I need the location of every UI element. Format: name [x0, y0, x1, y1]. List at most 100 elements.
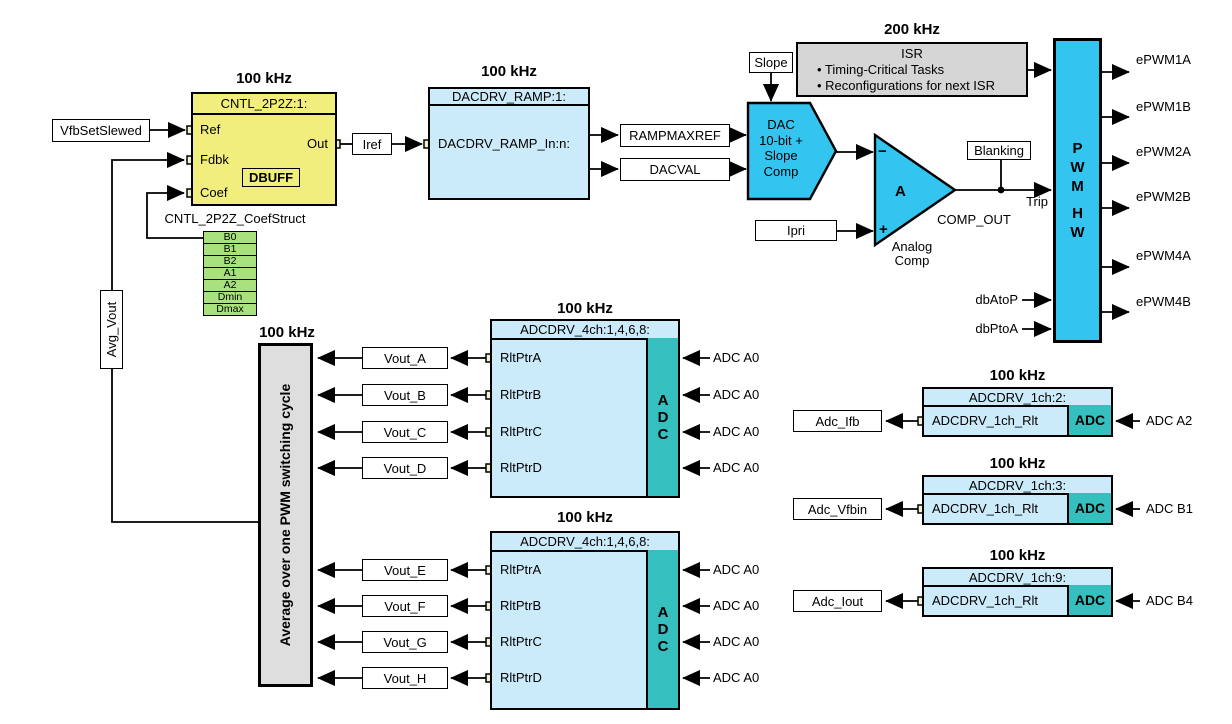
adc1-adc-strip: ADC — [1067, 585, 1111, 615]
adcdrv-4ch-bottom-block: ADCDRV_4ch:1,4,6,8: A D C — [490, 531, 680, 710]
adc1-title: ADCDRV_1ch:2: — [924, 389, 1111, 407]
average-block-label: Average over one PWM switching cycle — [277, 383, 294, 647]
epwm-output-label: ePWM1A — [1136, 52, 1191, 67]
avg-vout-box: Avg_Vout — [100, 290, 123, 369]
adc1-title: ADCDRV_1ch:3: — [924, 477, 1111, 495]
adc4-top-port: RltPtrB — [500, 387, 542, 402]
adc4-top-port: RltPtrD — [500, 460, 542, 475]
vout-box: Vout_C — [362, 421, 448, 443]
isr-bullet-2: • Reconfigurations for next ISR — [817, 78, 995, 93]
adc1-adc-strip: ADC — [1067, 493, 1111, 523]
ipri-box: Ipri — [755, 220, 837, 241]
pwm-hw-label-bottom: H W — [1070, 205, 1085, 241]
adc4-top-freq-label: 100 kHz — [557, 300, 613, 317]
cntl-port-coef: Coef — [200, 185, 228, 200]
isr-freq-label: 200 kHz — [884, 21, 940, 38]
adc-input-label: ADC A0 — [713, 670, 760, 685]
dacdrv-port-in: DACDRV_RAMP_In:n: — [438, 136, 570, 151]
vfbsetslewed-box: VfbSetSlewed — [52, 119, 150, 142]
trip-label: Trip — [1026, 194, 1048, 209]
adc4-top-title: ADCDRV_4ch:1,4,6,8: — [492, 321, 678, 340]
isr-block: ISR • Timing-Critical Tasks • Reconfigur… — [796, 42, 1028, 97]
epwm-output-label: ePWM4A — [1136, 248, 1191, 263]
cntl-port-out: Out — [307, 136, 328, 151]
pwm-hw-label-top: P W M — [1070, 140, 1085, 195]
adcdrv-1ch-3-block: ADCDRV_1ch:3: ADC — [922, 475, 1113, 525]
analog-comp-label: Analog Comp — [891, 239, 933, 268]
pwm-hw-block: P W M H W — [1053, 38, 1102, 343]
adc1-adc-strip: ADC — [1067, 405, 1111, 435]
coef-row: Dmax — [203, 303, 257, 316]
adc4-top-port: RltPtrC — [500, 424, 542, 439]
isr-bullet-1: • Timing-Critical Tasks — [817, 62, 945, 77]
avg-vout-label: Avg_Vout — [104, 301, 120, 358]
coef-struct-stack: B0 B1 B2 A1 A2 Dmin Dmax — [203, 231, 257, 316]
adc1-output-box: Adc_Ifb — [793, 410, 882, 432]
adc1-freq-label: 100 kHz — [989, 367, 1046, 384]
dbatop-label: dbAtoP — [975, 292, 1018, 307]
average-block: Average over one PWM switching cycle — [258, 343, 313, 687]
cntl-port-fdbk: Fdbk — [200, 152, 229, 167]
adc4-bot-port: RltPtrC — [500, 634, 542, 649]
adc1-port-label: ADCDRV_1ch_Rlt — [932, 501, 1038, 516]
adc4-bot-port: RltPtrD — [500, 670, 542, 685]
dbptoa-label: dbPtoA — [975, 321, 1018, 336]
adc1-input-label: ADC A2 — [1146, 413, 1193, 428]
blanking-box: Blanking — [967, 141, 1031, 160]
coef-struct-label: CNTL_2P2Z_CoefStruct — [164, 211, 306, 226]
vout-box: Vout_H — [362, 667, 448, 689]
dbuff-box: DBUFF — [242, 168, 300, 187]
comparator-minus-input: − — [878, 143, 887, 160]
wire-junction-dot — [997, 186, 1005, 194]
iref-box: Iref — [352, 133, 392, 155]
comp-out-label: COMP_OUT — [937, 212, 1011, 227]
adc-input-label: ADC A0 — [713, 598, 760, 613]
adc1-port-label: ADCDRV_1ch_Rlt — [932, 413, 1038, 428]
adc4-bot-port: RltPtrA — [500, 562, 542, 577]
vout-box: Vout_D — [362, 457, 448, 479]
adc-input-label: ADC A0 — [713, 460, 760, 475]
adc1-input-label: ADC B1 — [1146, 501, 1193, 516]
adc1-output-box: Adc_Iout — [793, 590, 882, 612]
adc1-input-label: ADC B4 — [1146, 593, 1193, 608]
adc-strip-label: A D C — [657, 603, 669, 655]
dacdrv-block-title: DACDRV_RAMP:1: — [430, 89, 588, 106]
comparator-plus-input: + — [879, 221, 888, 238]
adc1-title: ADCDRV_1ch:9: — [924, 569, 1111, 587]
adc-input-label: ADC A0 — [713, 562, 760, 577]
vout-box: Vout_B — [362, 384, 448, 406]
adc1-output-box: Adc_Vfbin — [793, 498, 882, 520]
dac-slope-comp-shape — [746, 101, 838, 201]
adc4-bot-port: RltPtrB — [500, 598, 542, 613]
comparator-a-label: A — [895, 183, 906, 200]
epwm-output-label: ePWM1B — [1136, 99, 1191, 114]
adc4-bot-adc-strip: A D C — [646, 550, 678, 708]
adc-input-label: ADC A0 — [713, 634, 760, 649]
cntl-block-title: CNTL_2P2Z:1: — [193, 94, 335, 115]
epwm-output-label: ePWM4B — [1136, 294, 1191, 309]
adc4-bot-title: ADCDRV_4ch:1,4,6,8: — [492, 533, 678, 552]
adc-input-label: ADC A0 — [713, 424, 760, 439]
adc1-freq-label: 100 kHz — [989, 547, 1046, 564]
adcdrv-1ch-2-block: ADCDRV_1ch:2: ADC — [922, 387, 1113, 437]
vout-box: Vout_G — [362, 631, 448, 653]
dacval-box: DACVAL — [620, 158, 730, 181]
adc4-top-adc-strip: A D C — [646, 338, 678, 496]
adcdrv-1ch-9-block: ADCDRV_1ch:9: ADC — [922, 567, 1113, 617]
adcdrv-4ch-top-block: ADCDRV_4ch:1,4,6,8: A D C — [490, 319, 680, 498]
slope-box: Slope — [749, 52, 793, 73]
adc-strip-label: A D C — [657, 391, 669, 443]
vout-box: Vout_F — [362, 595, 448, 617]
avg-freq-label: 100 kHz — [259, 324, 315, 341]
epwm-output-label: ePWM2B — [1136, 189, 1191, 204]
adc1-freq-label: 100 kHz — [989, 455, 1046, 472]
adc4-bot-freq-label: 100 kHz — [557, 509, 613, 526]
dacdrv-freq-label: 100 kHz — [481, 63, 537, 80]
adc-input-label: ADC A0 — [713, 350, 760, 365]
dacdrv-ramp-block: DACDRV_RAMP:1: — [428, 87, 590, 200]
dac-shape-label: DAC 10-bit + Slope Comp — [759, 117, 803, 179]
vout-box: Vout_E — [362, 559, 448, 581]
adc1-port-label: ADCDRV_1ch_Rlt — [932, 593, 1038, 608]
adc-input-label: ADC A0 — [713, 387, 760, 402]
cntl-port-ref: Ref — [200, 122, 221, 137]
